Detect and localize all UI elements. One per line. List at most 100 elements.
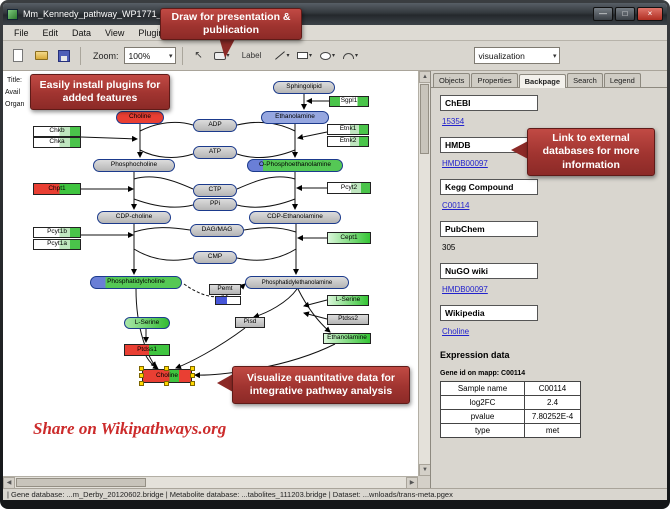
open-button[interactable]	[31, 46, 51, 66]
arc-tool-button[interactable]: ▾	[341, 46, 361, 66]
horizontal-scrollbar[interactable]: ◀ ▶	[3, 476, 418, 488]
node-o-phosphoethanolamine[interactable]: O-Phosphoethanolamine	[247, 159, 343, 172]
line-icon	[274, 50, 286, 62]
chevron-down-icon: ▾	[309, 53, 313, 59]
app-icon	[7, 8, 18, 20]
menu-edit[interactable]: Edit	[42, 27, 59, 38]
selection-handle[interactable]	[164, 381, 169, 386]
node-sphingolipid[interactable]: Sphingolipid	[273, 81, 335, 94]
tab-search[interactable]: Search	[567, 73, 603, 87]
chebi-header: ChEBI	[440, 95, 538, 111]
nugo-link[interactable]: HMDB00097	[442, 285, 488, 294]
callout-link: Link to external databases for more info…	[527, 128, 655, 176]
kegg-link[interactable]: C00114	[442, 201, 470, 210]
node-etnk2[interactable]: Etnk2	[327, 136, 369, 147]
callout-draw: Draw for presentation & publication	[160, 8, 302, 40]
node-ptdss1[interactable]: Ptdss1	[124, 344, 170, 356]
chebi-link[interactable]: 15354	[442, 117, 465, 126]
selection-handle[interactable]	[190, 381, 195, 386]
select-tool-button[interactable]: ↖	[189, 46, 209, 66]
open-folder-icon	[34, 51, 48, 60]
selection-handle[interactable]	[139, 366, 144, 371]
node-ppi[interactable]: PPi	[193, 198, 237, 211]
save-button[interactable]	[54, 46, 74, 66]
node-cmp[interactable]: CMP	[193, 251, 237, 264]
ellipse-tool-button[interactable]: ▾	[318, 46, 338, 66]
title-bar[interactable]: Mm_Kennedy_pathway_WP1771_45176.gpml — □…	[3, 3, 667, 25]
node-dag-mag[interactable]: DAG/MAG	[190, 224, 244, 237]
wikipedia-link[interactable]: Choline	[442, 327, 470, 336]
node-pisd[interactable]: Pisd	[235, 317, 265, 328]
pathway-canvas[interactable]: Title: Avail Organ Sphingolipid Sgpl1 Ch…	[3, 71, 431, 488]
tab-objects[interactable]: Objects	[433, 73, 471, 87]
selection-handle[interactable]	[190, 366, 195, 371]
expression-data-title: Expression data	[440, 350, 510, 360]
tab-backpage[interactable]: Backpage	[518, 74, 567, 88]
zoom-value: 100%	[128, 50, 151, 61]
node-ptdss2[interactable]: Ptdss2	[327, 314, 369, 325]
node-l-serine[interactable]: L-Serine	[124, 317, 170, 329]
toolbar-separator	[181, 46, 183, 65]
line-tool-button[interactable]: ▾	[272, 46, 292, 66]
scroll-up-icon[interactable]: ▲	[419, 71, 430, 83]
tab-legend[interactable]: Legend	[603, 73, 641, 87]
menu-file[interactable]: File	[14, 27, 29, 38]
menu-plugins[interactable]: Plugins	[138, 27, 168, 38]
gene-id-line: Gene id on mapp: C00114	[440, 370, 526, 377]
menu-data[interactable]: Data	[72, 27, 92, 38]
callout-visualize-pointer	[217, 374, 233, 392]
hmdb-link[interactable]: HMDB00097	[442, 159, 488, 168]
node-cdp-choline[interactable]: CDP-choline	[97, 211, 171, 224]
menu-view[interactable]: View	[105, 27, 125, 38]
zoom-label: Zoom:	[93, 50, 119, 61]
scroll-right-icon[interactable]: ▶	[406, 476, 418, 488]
callout-draw-pointer	[219, 37, 236, 58]
node-pcyt2[interactable]: Pcyt2	[327, 182, 371, 194]
node-phosphatidylethanolamine[interactable]: Phosphatidylethanolamine	[245, 276, 349, 289]
horizontal-scroll-thumb[interactable]	[16, 478, 146, 487]
scroll-left-icon[interactable]: ◀	[3, 476, 15, 488]
table-cell: type	[440, 423, 525, 438]
label-tool-button[interactable]: Label	[235, 46, 269, 66]
node-l-serine-2[interactable]: L-Serine	[327, 295, 369, 306]
node-pcyt1b[interactable]: Pcyt1b	[33, 227, 81, 238]
new-button[interactable]	[8, 46, 28, 66]
nugo-header: NuGO wiki	[440, 263, 538, 279]
selection-handle[interactable]	[139, 373, 144, 378]
node-cdp-ethanolamine[interactable]: CDP-Ethanolamine	[249, 211, 341, 224]
visualization-select[interactable]: visualization ▾	[473, 47, 560, 64]
node-ethanolamine-2[interactable]: Ethanolamine	[323, 333, 371, 344]
node-etnk1[interactable]: Etnk1	[327, 124, 369, 135]
node-chka[interactable]: Chka	[33, 137, 81, 148]
kegg-header: Kegg Compound	[440, 179, 538, 195]
shape-tool-button[interactable]: ▾	[295, 46, 315, 66]
vertical-scrollbar[interactable]: ▲ ▼	[418, 71, 430, 476]
node-sgpl1[interactable]: Sgpl1	[329, 96, 369, 107]
share-on-wikipathways-text: Share on Wikipathways.org	[33, 419, 227, 438]
table-cell: C00114	[524, 381, 581, 396]
selection-handle[interactable]	[139, 381, 144, 386]
tab-properties[interactable]: Properties	[471, 73, 518, 87]
node-choline-selected[interactable]: Choline	[139, 366, 195, 386]
node-chkb[interactable]: Chkb	[33, 126, 81, 137]
selection-handle[interactable]	[190, 373, 195, 378]
close-button[interactable]: ×	[637, 7, 663, 21]
node-cept1[interactable]: Cept1	[327, 232, 371, 244]
node-pemt[interactable]: Pemt	[209, 284, 241, 295]
vertical-scroll-thumb[interactable]	[420, 84, 429, 154]
node-ethanolamine[interactable]: Ethanolamine	[261, 111, 329, 124]
expression-strip	[215, 296, 241, 305]
node-choline[interactable]: Choline	[116, 111, 164, 124]
maximize-button[interactable]: □	[615, 7, 635, 21]
scroll-down-icon[interactable]: ▼	[419, 464, 430, 476]
minimize-button[interactable]: —	[593, 7, 613, 21]
zoom-select[interactable]: 100% ▾	[123, 47, 176, 64]
node-atp[interactable]: ATP	[193, 146, 237, 159]
node-phosphatidylcholine[interactable]: Phosphatidylcholine	[90, 276, 182, 289]
node-pcyt1a[interactable]: Pcyt1a	[33, 239, 81, 250]
node-adp[interactable]: ADP	[193, 119, 237, 132]
node-phosphocholine[interactable]: Phosphocholine	[93, 159, 175, 172]
node-chpt1[interactable]: Chpt1	[33, 183, 81, 195]
selection-handle[interactable]	[164, 366, 169, 371]
node-ctp[interactable]: CTP	[193, 184, 237, 197]
